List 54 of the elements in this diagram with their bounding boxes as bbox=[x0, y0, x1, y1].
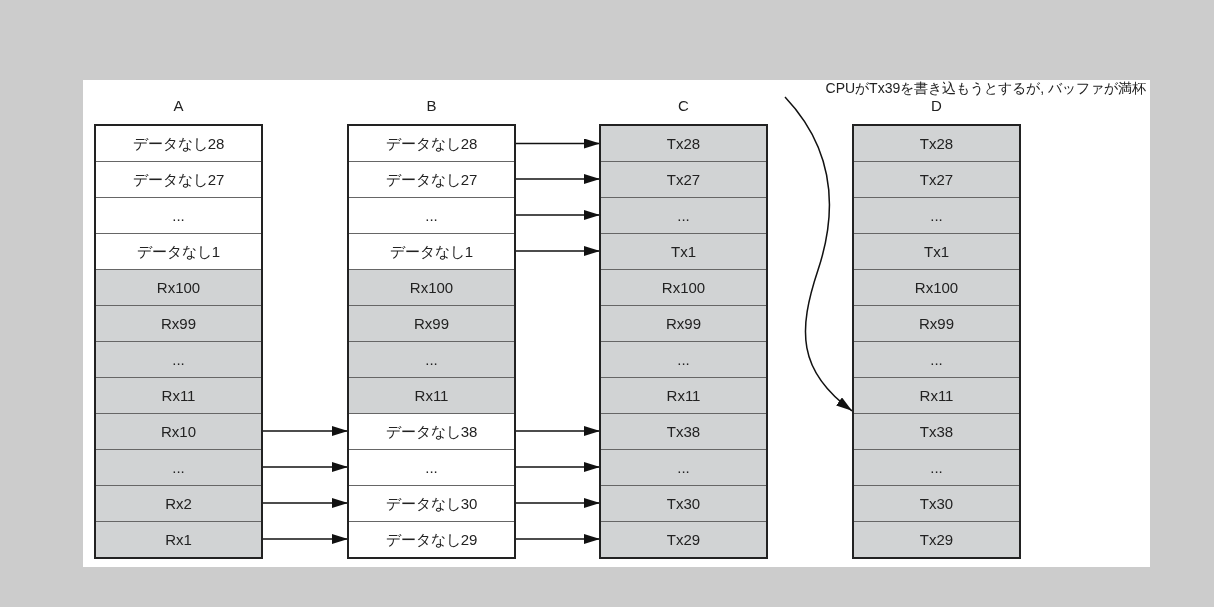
arrow bbox=[514, 534, 601, 544]
buffer-slot: Rx100 bbox=[601, 269, 766, 305]
buffer-slot: Tx27 bbox=[601, 161, 766, 197]
buffer-slot: ... bbox=[854, 449, 1019, 485]
arrow bbox=[514, 426, 601, 436]
arrow bbox=[514, 174, 601, 184]
arrow bbox=[514, 210, 601, 220]
column-heading: A bbox=[172, 96, 185, 116]
buffer-slot: Tx29 bbox=[601, 521, 766, 557]
buffer-slot: Rx11 bbox=[96, 377, 261, 413]
arrow bbox=[261, 498, 349, 508]
buffer-slot: Tx1 bbox=[601, 233, 766, 269]
buffer-slot: Rx10 bbox=[96, 413, 261, 449]
arrow bbox=[261, 534, 349, 544]
buffer-slot: ... bbox=[349, 341, 514, 377]
buffer-slot: Rx11 bbox=[601, 377, 766, 413]
arrow bbox=[261, 462, 349, 472]
buffer-slot: Rx11 bbox=[349, 377, 514, 413]
buffer-slot: Rx99 bbox=[96, 305, 261, 341]
buffer-slot: ... bbox=[96, 341, 261, 377]
buffer-slot: ... bbox=[854, 197, 1019, 233]
arrow bbox=[514, 462, 601, 472]
buffer-slot: ... bbox=[96, 449, 261, 485]
buffer-slot: Tx1 bbox=[854, 233, 1019, 269]
buffer-slot: Rx11 bbox=[854, 377, 1019, 413]
buffer-slot: Rx99 bbox=[601, 305, 766, 341]
buffer-slot: Rx100 bbox=[96, 269, 261, 305]
buffer-slot: Rx100 bbox=[349, 269, 514, 305]
buffer-slot: Rx100 bbox=[854, 269, 1019, 305]
buffer-slot: Tx28 bbox=[601, 126, 766, 161]
buffer-slot: Tx38 bbox=[854, 413, 1019, 449]
buffer-slot: Rx99 bbox=[854, 305, 1019, 341]
arrow bbox=[514, 246, 601, 256]
annotation-text: CPUがTx39を書き込もうとするが, バッファが満杯 bbox=[825, 79, 1146, 97]
buffer-slot: Tx30 bbox=[854, 485, 1019, 521]
buffer-slot: ... bbox=[601, 341, 766, 377]
buffer-slot: Tx38 bbox=[601, 413, 766, 449]
arrow bbox=[784, 96, 853, 412]
buffer-slot: Rx99 bbox=[349, 305, 514, 341]
column-heading: D bbox=[930, 96, 943, 116]
buffer-slot: ... bbox=[601, 449, 766, 485]
buffer-slot: ... bbox=[854, 341, 1019, 377]
buffer-slot: ... bbox=[601, 197, 766, 233]
column-heading: C bbox=[677, 96, 690, 116]
buffer-slot: Rx1 bbox=[96, 521, 261, 557]
arrow bbox=[514, 498, 601, 508]
buffer-slot: Tx30 bbox=[601, 485, 766, 521]
column-heading: B bbox=[425, 96, 438, 116]
buffer-slot: Rx2 bbox=[96, 485, 261, 521]
arrow bbox=[261, 426, 349, 436]
arrow bbox=[514, 138, 601, 149]
buffer-slot: Tx28 bbox=[854, 126, 1019, 161]
buffer-slot: Tx29 bbox=[854, 521, 1019, 557]
buffer-slot: Tx27 bbox=[854, 161, 1019, 197]
